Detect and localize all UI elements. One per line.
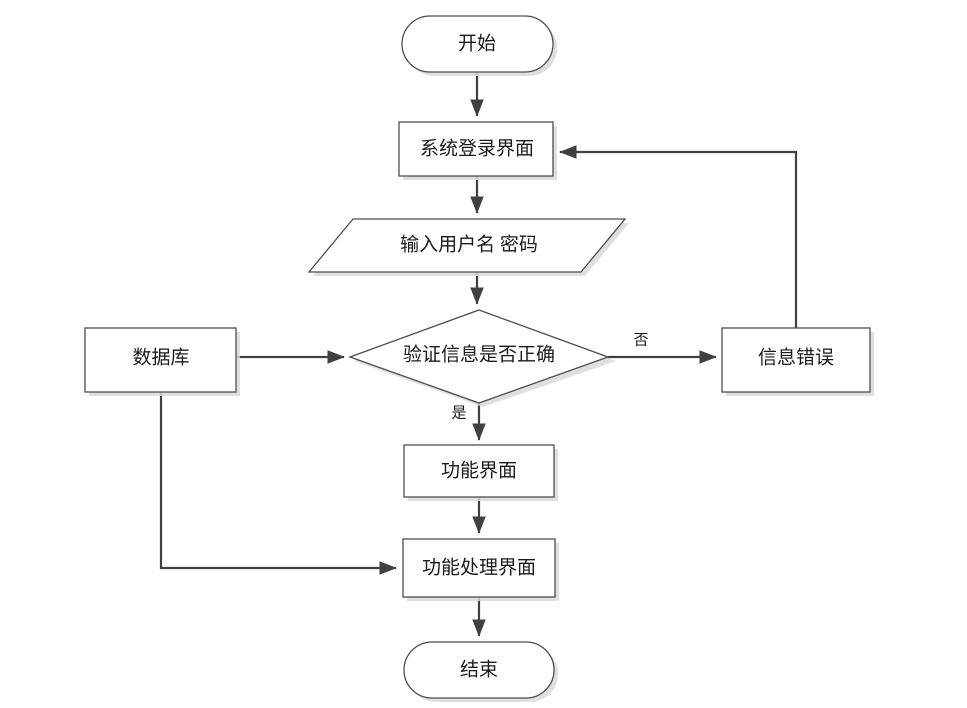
- edge-verify-to-function: 是: [451, 403, 486, 441]
- node-label: 信息错误: [758, 346, 834, 368]
- process-shape: [398, 121, 554, 177]
- node-label: 功能处理界面: [422, 556, 536, 578]
- node-label: 数据库: [132, 346, 189, 368]
- terminator-shape: [403, 641, 555, 699]
- process-shape: [402, 538, 556, 598]
- node-function-ui[interactable]: 功能界面: [403, 444, 558, 501]
- node-end[interactable]: 结束: [403, 641, 558, 702]
- decision-shape: [348, 309, 610, 404]
- terminator-shape: [401, 15, 554, 73]
- parallelogram-shape: [307, 218, 627, 273]
- node-input[interactable]: 输入用户名 密码: [307, 218, 629, 276]
- edge-verify-to-error: 否: [608, 332, 717, 364]
- node-label: 验证信息是否正确: [403, 343, 555, 365]
- node-process-ui[interactable]: 功能处理界面: [402, 538, 559, 601]
- edge-error-to-login: [559, 145, 798, 328]
- edge-line: [559, 145, 798, 328]
- node-label: 开始: [458, 32, 496, 54]
- process-shape: [721, 327, 871, 393]
- node-label: 输入用户名 密码: [400, 233, 538, 255]
- edge-database-to-process: [159, 392, 397, 575]
- node-label: 结束: [460, 658, 498, 680]
- node-login-ui[interactable]: 系统登录界面: [398, 121, 557, 180]
- node-start[interactable]: 开始: [401, 15, 557, 76]
- node-label: 系统登录界面: [420, 137, 534, 159]
- edge-label-yes: 是: [451, 405, 466, 421]
- process-shape: [84, 327, 237, 393]
- node-error[interactable]: 信息错误: [721, 327, 874, 396]
- node-verify[interactable]: 验证信息是否正确: [348, 309, 616, 407]
- node-database[interactable]: 数据库: [84, 327, 240, 396]
- process-shape: [403, 444, 555, 498]
- edge-label-no: 否: [633, 332, 648, 348]
- edge-line: [159, 392, 397, 575]
- node-label: 功能界面: [441, 459, 517, 481]
